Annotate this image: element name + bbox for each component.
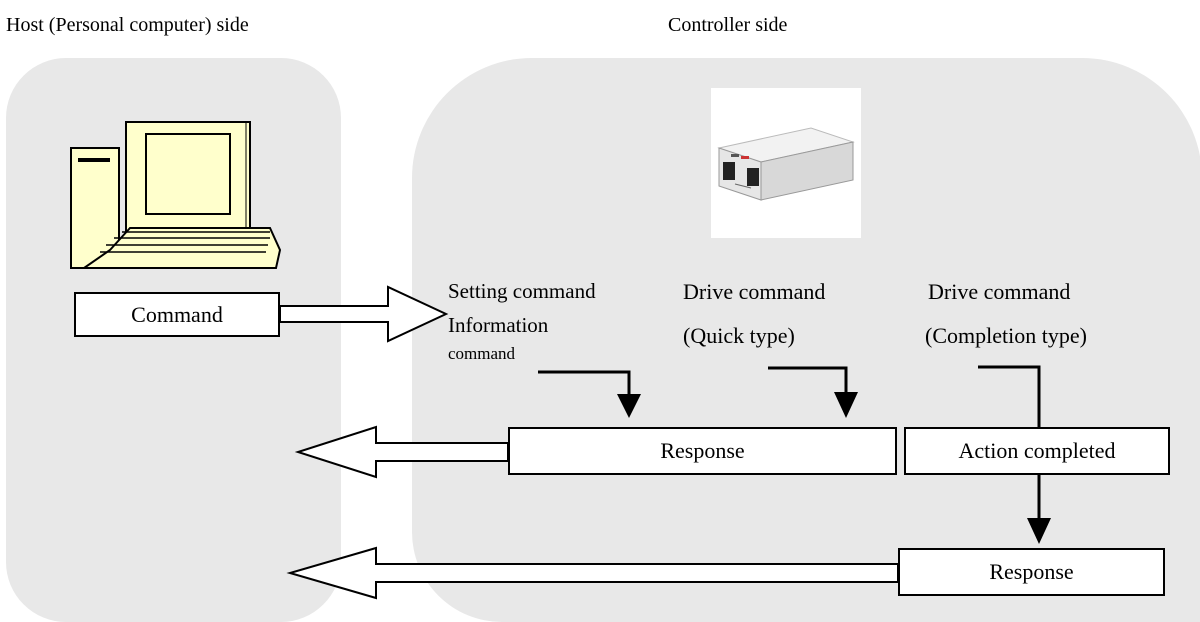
completion-to-action-line xyxy=(978,365,1041,427)
information-command-label: command xyxy=(448,344,516,363)
command-arrow xyxy=(279,285,449,343)
setting-to-response-arrow xyxy=(538,370,641,418)
action-completed-box: Action completed xyxy=(904,427,1170,475)
response-1-label: Response xyxy=(660,438,745,463)
quick-to-response-arrow xyxy=(768,366,858,418)
quick-type-label: (Quick type) xyxy=(683,323,795,348)
completion-type-label: (Completion type) xyxy=(925,323,1087,348)
command-label: Command xyxy=(131,301,223,327)
host-side-title: Host (Personal computer) side xyxy=(6,14,249,36)
controller-device-icon xyxy=(711,88,861,238)
response-2-arrow xyxy=(286,546,899,600)
computer-icon xyxy=(70,121,282,269)
drive-command-completion-label: Drive command xyxy=(928,279,1071,304)
response-box-2: Response xyxy=(898,548,1165,596)
setting-command-label: Setting command xyxy=(448,279,596,303)
action-to-response-arrow xyxy=(1027,475,1051,544)
action-completed-label: Action completed xyxy=(958,438,1116,463)
drive-command-quick-label: Drive command xyxy=(683,279,826,304)
command-box: Command xyxy=(74,292,280,337)
controller-side-title: Controller side xyxy=(668,14,788,36)
response-2-label: Response xyxy=(989,559,1074,584)
response-1-arrow xyxy=(294,425,509,479)
information-label: Information xyxy=(448,313,549,337)
response-box-1: Response xyxy=(508,427,897,475)
